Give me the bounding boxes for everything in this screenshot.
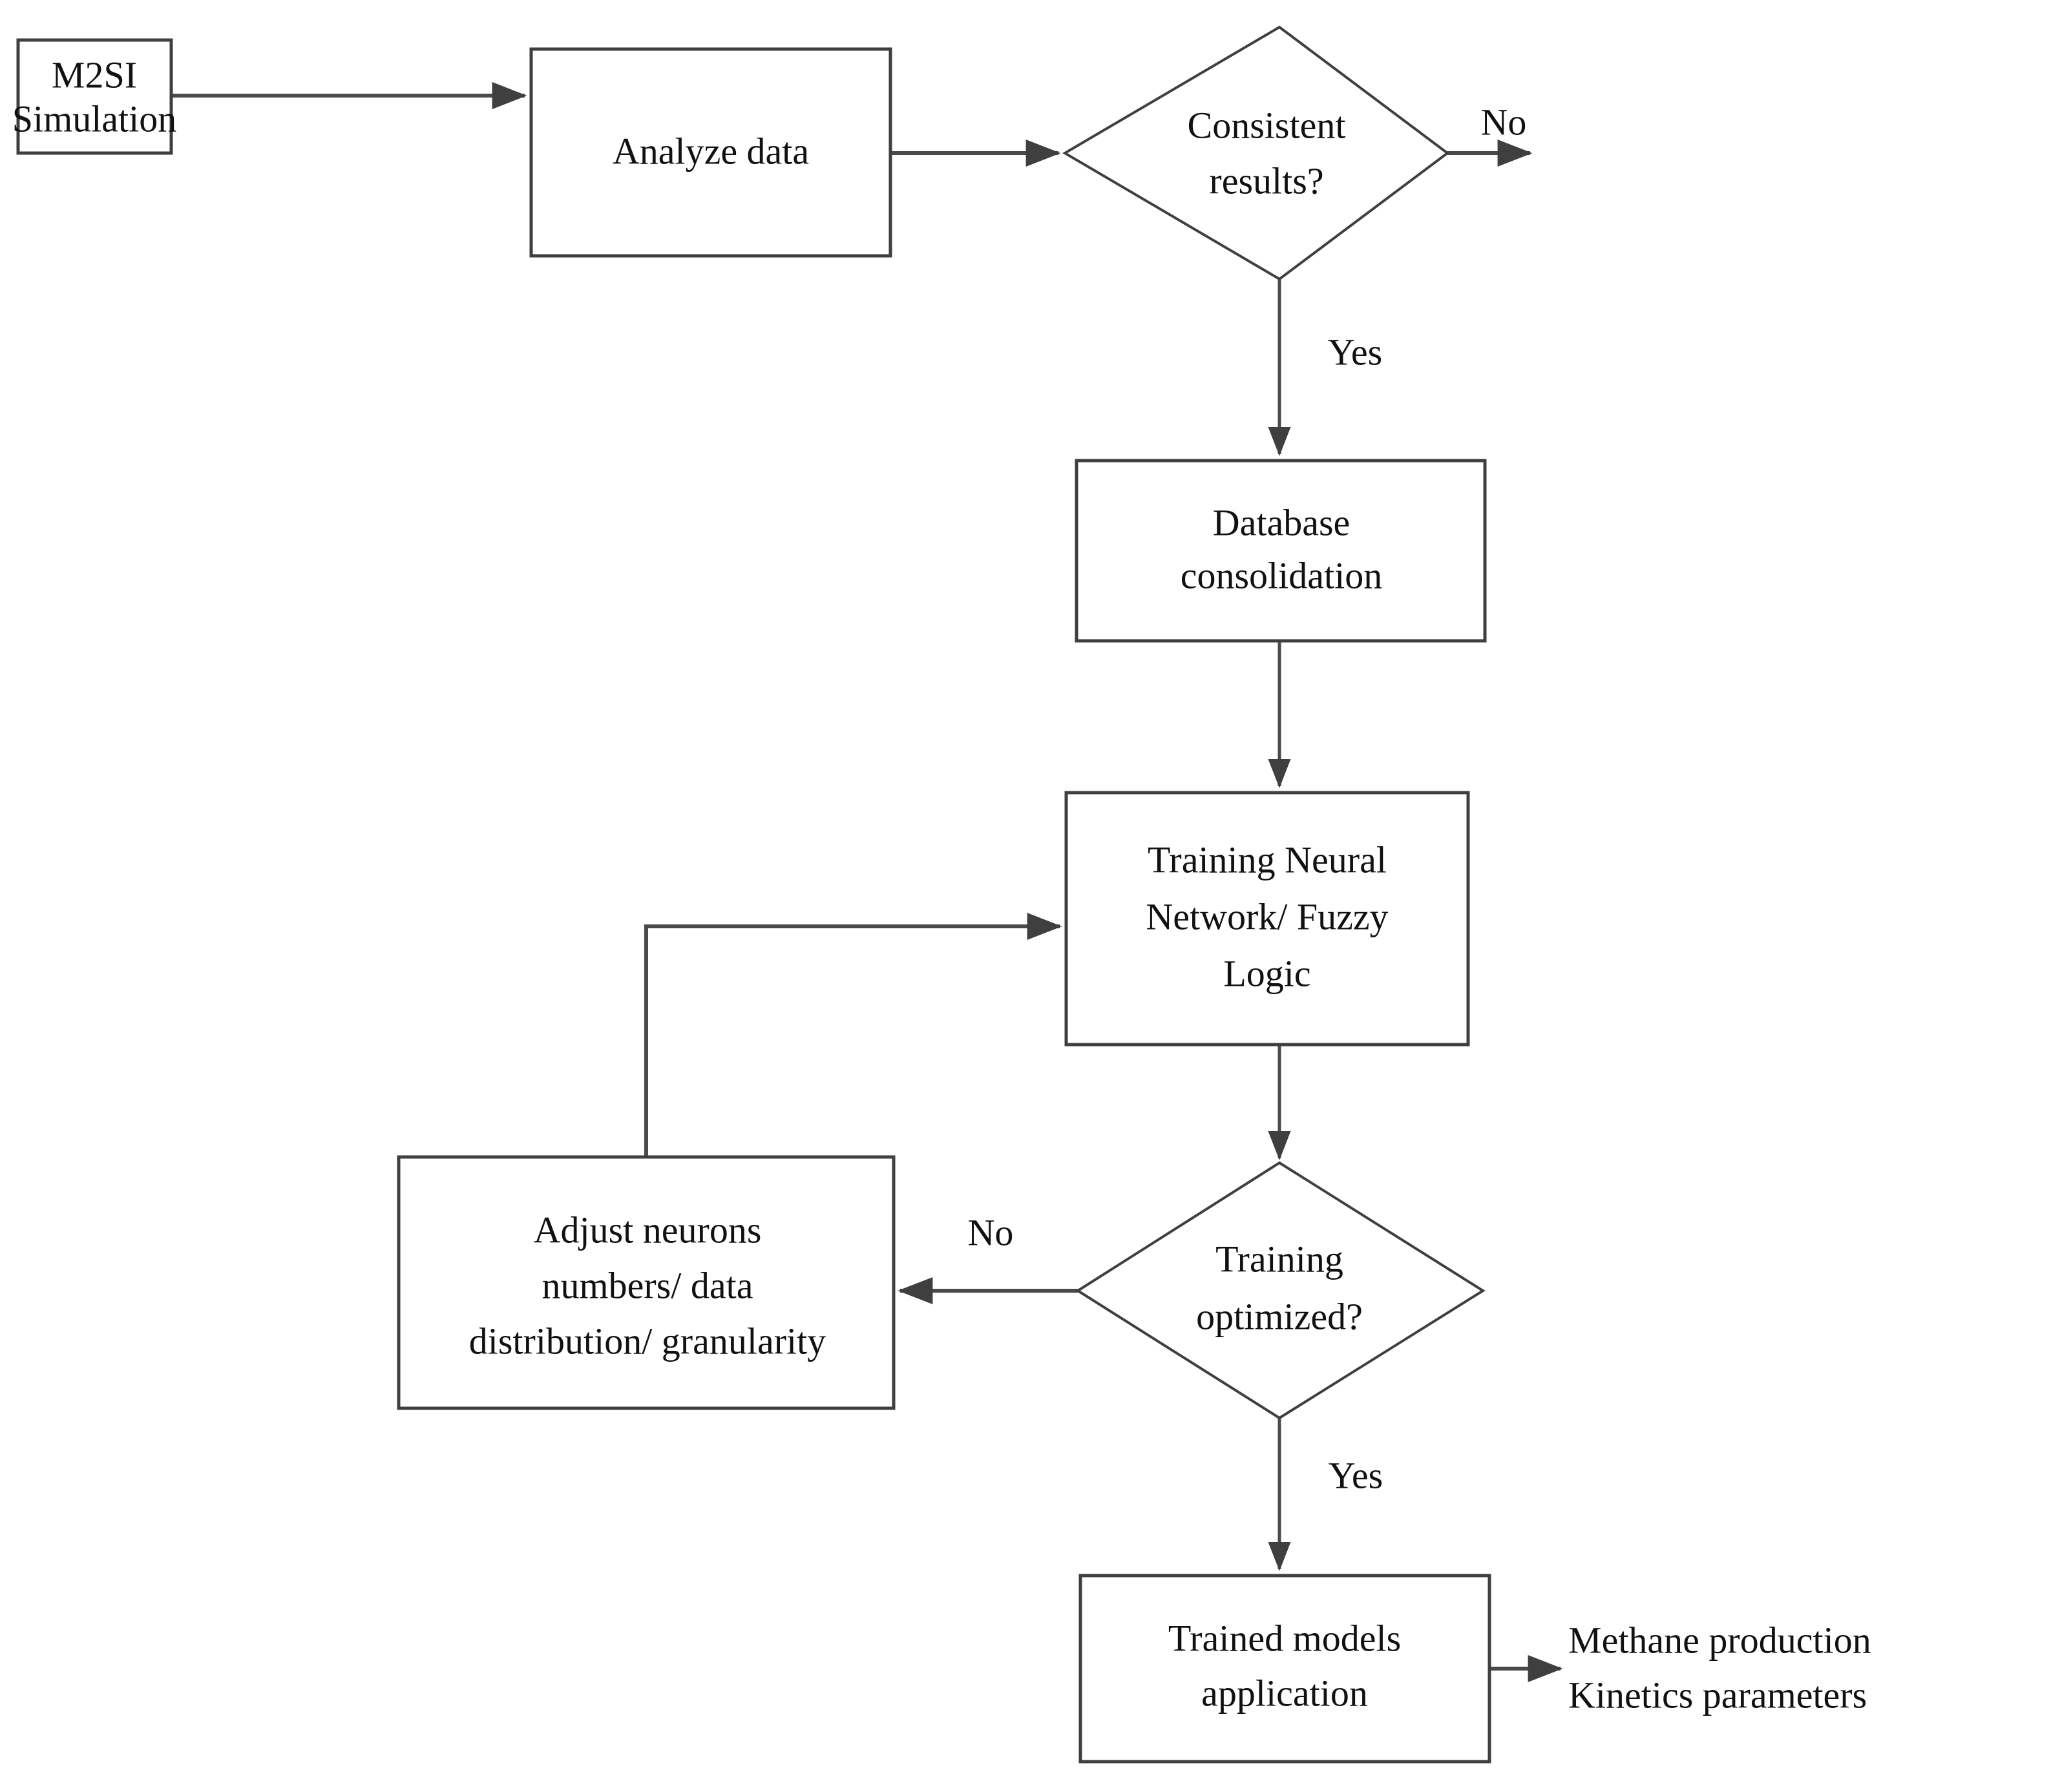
node-consistent-results-line-1: Consistent (1188, 104, 1346, 146)
node-trained-models-application-box (1078, 1574, 1491, 1764)
edge-adjust-feedback-loop (644, 913, 1062, 1157)
node-training-optimized-line-1: Training (1215, 1238, 1343, 1280)
node-consistent-results-line-2: results? (1209, 160, 1323, 202)
node-adjust-neurons-box (397, 1155, 896, 1410)
node-adjust-neurons-line-1: Adjust neurons (534, 1209, 762, 1251)
edge-label-consistent-yes: Yes (1328, 331, 1382, 373)
node-output-terminal: Methane production Kinetics parameters (1568, 1619, 1871, 1716)
node-training-nn-fuzzy-box (1064, 791, 1470, 1047)
node-training-nn-fuzzy-line-3: Logic (1223, 952, 1310, 994)
node-database-consolidation-line-1: Database (1213, 501, 1351, 543)
node-adjust-neurons-line-2: numbers/ data (542, 1264, 753, 1306)
node-analyze-data-line-1: Analyze data (613, 130, 809, 172)
node-analyze-data-box (529, 47, 892, 258)
node-m2si-simulation-box (16, 38, 173, 155)
node-analyze-data[interactable]: Analyze data (529, 47, 892, 258)
node-adjust-neurons[interactable]: Adjust neurons numbers/ data distributio… (397, 1155, 896, 1410)
node-output-terminal-line-2: Kinetics parameters (1568, 1674, 1867, 1716)
node-training-optimized-diamond (1075, 1161, 1486, 1420)
node-m2si-simulation-line-2: Simulation (12, 98, 177, 140)
node-training-optimized[interactable]: Training optimized? (1075, 1161, 1486, 1420)
edge-label-consistent-no: No (1481, 101, 1527, 143)
node-m2si-simulation[interactable]: M2SI Simulation (12, 38, 177, 155)
node-trained-models-application[interactable]: Trained models application (1078, 1574, 1491, 1764)
edge-label-optimized-yes: Yes (1329, 1454, 1383, 1496)
node-adjust-neurons-line-3: distribution/ granularity (469, 1320, 826, 1362)
node-training-nn-fuzzy[interactable]: Training Neural Network/ Fuzzy Logic (1064, 791, 1470, 1047)
node-trained-models-application-line-2: application (1201, 1672, 1368, 1714)
node-database-consolidation-box (1075, 459, 1487, 643)
node-m2si-simulation-line-1: M2SI (52, 54, 137, 96)
node-database-consolidation[interactable]: Database consolidation (1075, 459, 1487, 643)
edge-label-optimized-no: No (968, 1211, 1014, 1253)
node-training-nn-fuzzy-line-1: Training Neural (1148, 839, 1387, 880)
node-training-optimized-line-2: optimized? (1196, 1295, 1363, 1337)
node-trained-models-application-line-1: Trained models (1168, 1617, 1401, 1659)
node-consistent-results-diamond (1062, 25, 1450, 281)
node-output-terminal-line-1: Methane production (1568, 1619, 1871, 1661)
node-database-consolidation-line-2: consolidation (1181, 554, 1383, 596)
node-consistent-results[interactable]: Consistent results? (1062, 25, 1450, 281)
node-training-nn-fuzzy-line-2: Network/ Fuzzy (1146, 895, 1388, 937)
